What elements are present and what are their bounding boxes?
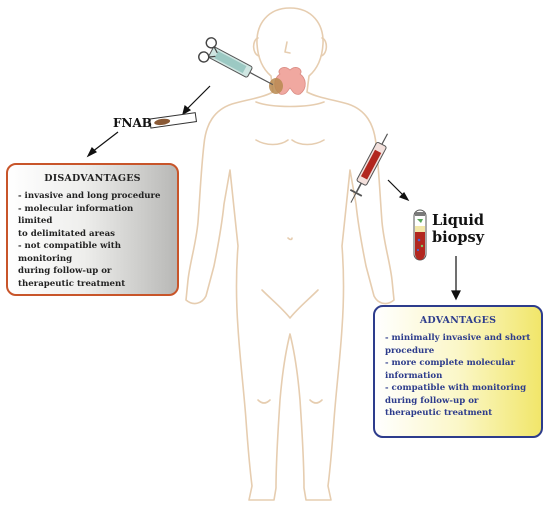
fnab-needle-syringe-icon [198,37,274,86]
liquid-biopsy-label-line2: biopsy [432,229,485,246]
list-item: - compatible with monitoring [385,383,527,393]
pelvis-line [261,289,319,319]
thyroid-gland [269,67,306,95]
list-item: procedure [385,345,435,356]
disadvantages-box: DISADVANTAGES - invasive and long proced… [6,163,179,296]
arrow-to-disadvantages [86,131,119,158]
blood-tube-icon [413,209,427,261]
arrow-to-liquid-biopsy [387,179,410,202]
disadvantages-list: - invasive and long procedure - molecula… [18,190,167,290]
arrow-to-fnab [182,85,211,116]
list-item: therapeutic treatment [385,408,493,418]
arrow-to-advantages [451,256,461,301]
list-item: - invasive and long procedure [18,191,161,201]
liquid-biopsy-label: Liquid biopsy [432,212,484,246]
human-body-outline [185,7,395,501]
advantages-title: ADVANTAGES [419,315,497,326]
list-item: to delimitated areas [18,228,116,239]
right-ear [320,37,328,57]
list-item: - not compatible with monitoring [18,241,121,264]
chest-line-right [291,139,325,146]
list-item: during follow-up or [385,395,479,406]
left-knee [257,399,271,404]
list-item: - molecular information limited [18,203,134,227]
list-item: - more complete molecular [385,358,515,368]
list-item: therapeutic treatment [18,278,126,289]
list-item: information [385,370,443,381]
advantages-box: ADVANTAGES - minimally invasive and shor… [373,305,543,438]
microscope-slide-icon [149,112,198,129]
collarbone [255,101,325,108]
list-item: during follow-up or [18,266,112,276]
nose [284,41,291,54]
blood-syringe-icon [349,133,389,203]
disadvantages-title: DISADVANTAGES [44,173,141,184]
liquid-biopsy-label-line1: Liquid [432,212,485,229]
left-ear [252,37,260,57]
list-item: - minimally invasive and short [385,333,531,343]
navel [287,237,293,241]
chest-line-left [255,139,289,146]
fnab-label: FNAB [113,116,152,130]
advantages-list: - minimally invasive and short procedure… [385,332,531,420]
head [185,7,395,501]
right-knee [309,399,323,404]
